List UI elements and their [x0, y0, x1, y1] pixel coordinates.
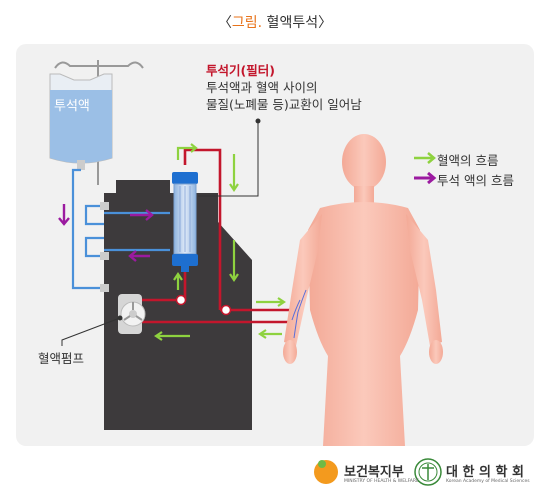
filter-title: 투석기(필터)	[206, 63, 275, 78]
figure-title: 〈그림. 혈액투석〉	[0, 12, 550, 32]
dialysis-machine	[104, 180, 252, 430]
callout-lines	[61, 122, 259, 346]
filter-description-line1: 투석액과 혈액 사이의	[206, 80, 318, 95]
sensor	[175, 294, 187, 306]
legend-dialysate-flow: 투석 액의 흐름	[437, 173, 514, 188]
dialysate-lines	[71, 168, 170, 290]
title-text: 혈액투석〉	[262, 15, 333, 31]
ministry-name: 보건복지부	[344, 465, 404, 480]
human-body	[283, 134, 443, 446]
sensor	[220, 304, 232, 316]
legend-blood-flow: 혈액의 흐름	[437, 153, 499, 168]
connector	[100, 202, 109, 210]
callout-dot	[255, 118, 261, 124]
legend-arrows	[414, 152, 437, 185]
academy-name: 대 한 의 학 회	[446, 465, 524, 480]
filter-description-line2: 물질(노폐물 등)교환이 일어남	[206, 97, 362, 112]
ministry-logo-mark	[314, 460, 338, 484]
academy-logo-mark	[414, 458, 442, 486]
title-bracket: 〈	[217, 15, 232, 31]
arm-veins	[291, 289, 307, 339]
ministry-subtitle: MINISTRY OF HEALTH & WELFARE	[344, 479, 419, 484]
blood-pump-device	[118, 294, 146, 334]
blood-pump-label: 혈액펌프	[38, 351, 85, 366]
dialysate-bag	[49, 73, 113, 170]
connector	[100, 252, 109, 260]
blood-flow-arrows	[154, 143, 286, 341]
dialyzer-filter	[172, 172, 198, 272]
academy-subtitle: Korean Academy of Medical Sciences	[446, 479, 530, 484]
dialysate-bag-label: 투석액	[54, 99, 90, 114]
dialysate-flow-arrows	[58, 204, 154, 262]
connector	[100, 284, 109, 292]
title-figure-label: 그림.	[231, 15, 263, 31]
callout-dot	[117, 315, 123, 321]
